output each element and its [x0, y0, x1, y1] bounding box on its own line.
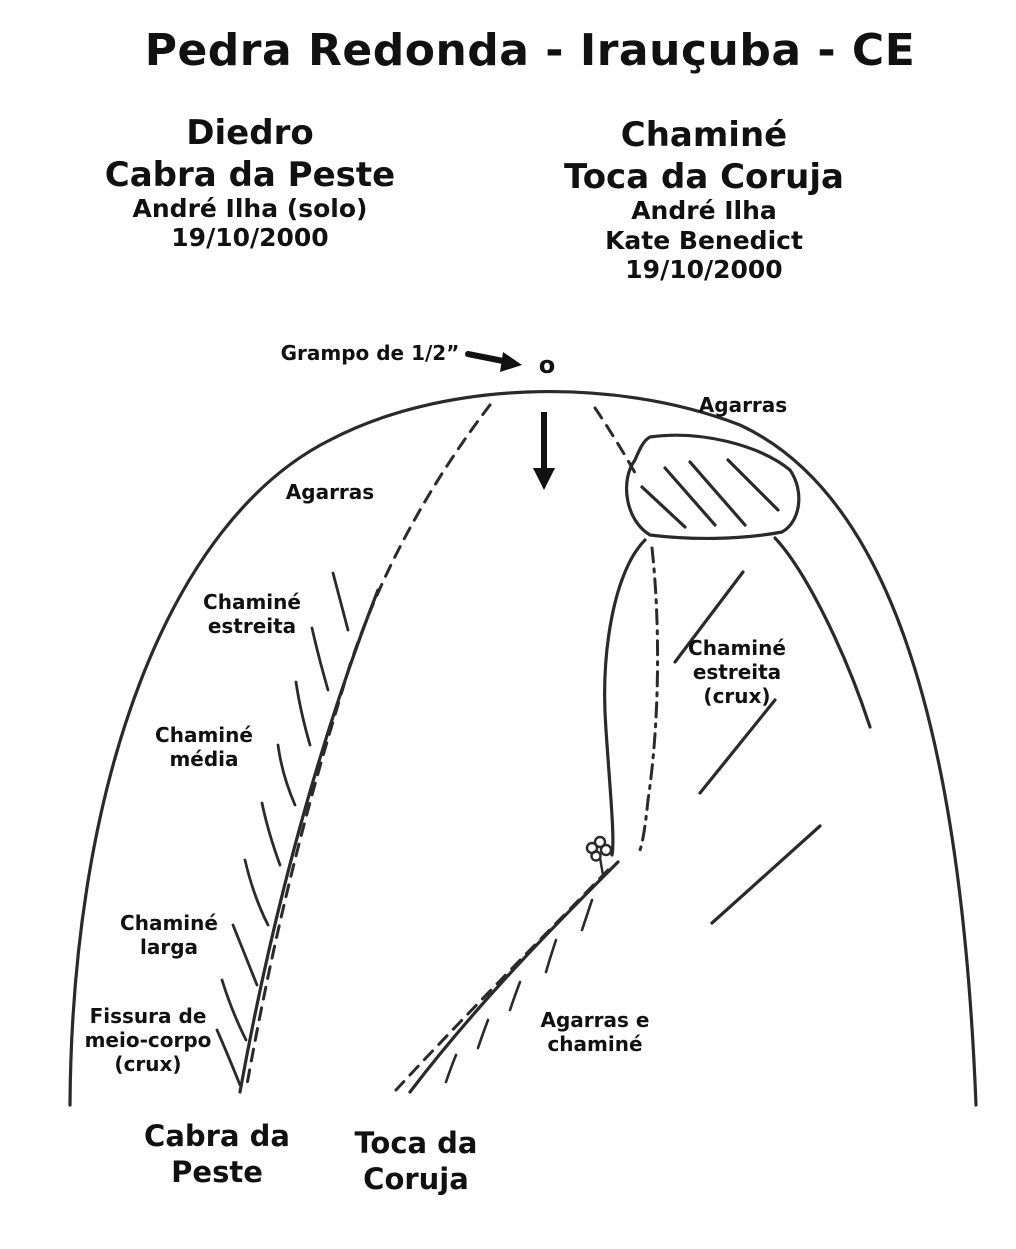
base-label-left-2: Peste [171, 1155, 263, 1189]
right-chimney-narrow-label-3: (crux) [703, 684, 771, 708]
right-holds-chimney-label-1: Agarras e [540, 1008, 650, 1032]
right-chimney-narrow-label-2: estreita [692, 660, 782, 684]
right-chimney-edge [603, 538, 647, 857]
left-chimney-medium-label-2: média [169, 747, 239, 771]
descent-arrow [533, 412, 555, 490]
left-chimney-narrow-label-2: estreita [207, 614, 297, 638]
right-chimney-narrow-label-1: Chaminé [688, 636, 786, 660]
base-label-right-2: Coruja [363, 1162, 469, 1196]
route-2-name-line2: Toca da Coruja [564, 157, 844, 197]
left-crack-label-1: Fissura de [89, 1004, 207, 1028]
base-label-right-1: Toca da [354, 1126, 478, 1160]
route-2-credit-3: 19/10/2000 [625, 255, 783, 284]
route-1-name-line2: Cabra da Peste [104, 155, 396, 195]
right-ramp-line [408, 860, 620, 1094]
left-chimney-medium-label-1: Chaminé [155, 723, 253, 747]
page-title: Pedra Redonda - Irauçuba - CE [144, 25, 916, 76]
route-line-toca-da-coruja-upper [593, 406, 640, 480]
route-1-credit-2: 19/10/2000 [171, 223, 329, 252]
left-crack-label-3: (crux) [114, 1052, 182, 1076]
route-2-name-line1: Chaminé [620, 115, 788, 155]
left-dihedral-serrations [215, 571, 350, 1087]
boulder-hatching [640, 458, 780, 529]
right-chimney-wall [773, 536, 872, 729]
route-line-cabra-da-peste [244, 403, 492, 1092]
base-label-left-1: Cabra da [144, 1119, 290, 1153]
left-chimney-narrow-label-1: Chaminé [203, 590, 301, 614]
left-chimney-wide-label-1: Chaminé [120, 911, 218, 935]
holds-label-top-right: Agarras [698, 393, 788, 417]
right-ramp-serrations [444, 898, 594, 1084]
route-line-toca-da-coruja-lower [394, 868, 610, 1092]
right-face-line-2 [698, 698, 777, 795]
right-holds-chimney-label-2: chaminé [547, 1032, 643, 1056]
route-2-credit-1: André Ilha [631, 196, 777, 225]
holds-label-left: Agarras [285, 480, 375, 504]
rock-outline [68, 390, 978, 1107]
route-1-name-line1: Diedro [186, 113, 314, 153]
left-chimney-wide-label-2: larga [139, 935, 199, 959]
plant-icon [585, 835, 613, 877]
boulder-outline [625, 433, 801, 541]
bolt-label: Grampo de 1/2” [280, 341, 460, 365]
left-dihedral-line [238, 588, 380, 1094]
right-face-line-1 [673, 570, 745, 664]
bolt-pointer-arrow [465, 351, 522, 372]
right-face-line-3 [710, 824, 822, 925]
route-1-credit-1: André Ilha (solo) [132, 194, 368, 223]
bolt-marker: o [538, 351, 556, 379]
left-crack-label-2: meio-corpo [84, 1028, 212, 1052]
route-2-credit-2: Kate Benedict [605, 226, 803, 255]
route-line-toca-da-coruja-chimney [638, 546, 660, 852]
